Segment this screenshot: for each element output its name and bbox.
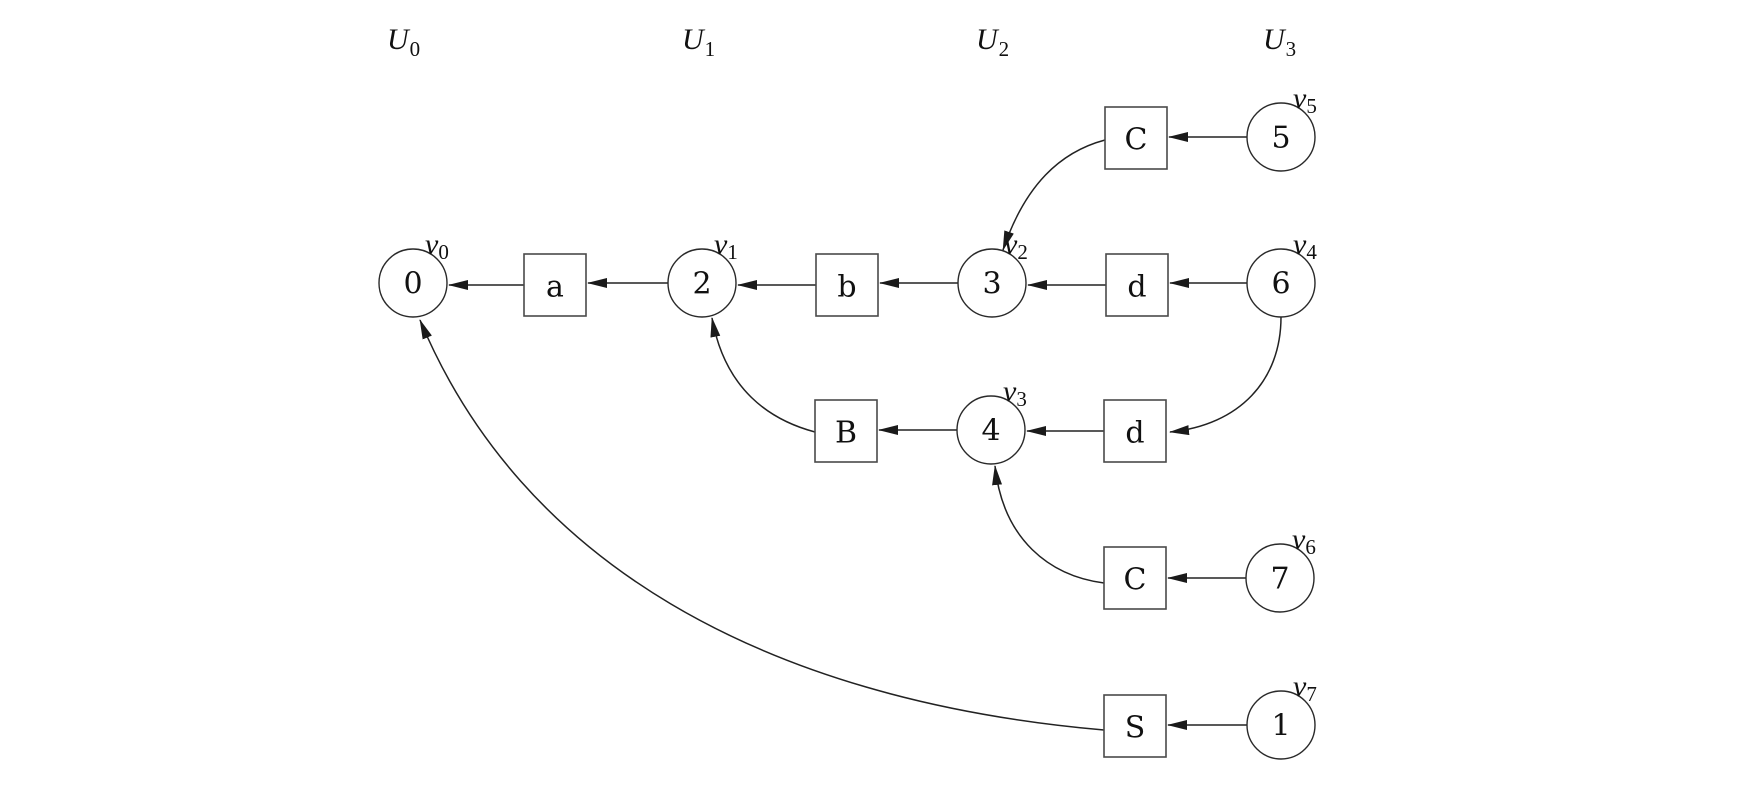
state-variable-subscript: 6 bbox=[1305, 535, 1316, 559]
state-node-1: 1v7 bbox=[1246, 670, 1317, 760]
edge-s_C1-to-n3 bbox=[1002, 139, 1106, 251]
edge-s_C2-to-n4 bbox=[992, 465, 1105, 584]
state-variable-subscript: 7 bbox=[1306, 682, 1317, 706]
column-header-u2: U2 bbox=[976, 23, 1009, 61]
column-header-subscript: 2 bbox=[999, 37, 1010, 61]
column-header-u1: U1 bbox=[682, 23, 715, 61]
state-circle bbox=[1246, 102, 1316, 172]
state-variable-base: v bbox=[1293, 228, 1307, 261]
column-header-subscript: 3 bbox=[1286, 37, 1297, 61]
state-variable-base: v bbox=[1004, 228, 1018, 261]
state-variable-label: v2 bbox=[1004, 228, 1028, 264]
state-label: 4 bbox=[981, 414, 1000, 449]
column-header-u3: U3 bbox=[1263, 23, 1296, 61]
symbol-box bbox=[523, 253, 587, 317]
symbol-node-d1: d bbox=[1105, 253, 1169, 317]
state-circle bbox=[956, 395, 1026, 465]
symbol-label: b bbox=[837, 270, 856, 305]
symbol-box bbox=[815, 253, 879, 317]
symbol-box bbox=[1103, 694, 1167, 758]
symbol-label: C bbox=[1124, 563, 1147, 598]
column-header-u0: U0 bbox=[387, 23, 420, 61]
state-label: 5 bbox=[1271, 121, 1290, 156]
state-label: 3 bbox=[982, 267, 1001, 302]
state-node-7: 7v6 bbox=[1245, 523, 1316, 613]
state-node-6: 6v4 bbox=[1246, 228, 1317, 318]
state-label: 7 bbox=[1270, 562, 1289, 597]
symbol-box bbox=[1103, 546, 1167, 610]
state-variable-base: v bbox=[425, 228, 439, 261]
column-header-subscript: 0 bbox=[410, 37, 421, 61]
symbol-label: d bbox=[1127, 270, 1146, 305]
state-variable-base: v bbox=[1292, 523, 1306, 556]
symbol-node-b: B bbox=[814, 399, 878, 463]
state-variable-base: v bbox=[714, 228, 728, 261]
state-variable-subscript: 3 bbox=[1016, 387, 1027, 411]
edge-n6-to-s_d2 bbox=[1169, 316, 1282, 436]
state-variable-subscript: 5 bbox=[1306, 94, 1317, 118]
state-circle bbox=[378, 248, 448, 318]
column-header-subscript: 1 bbox=[705, 37, 716, 61]
state-variable-subscript: 1 bbox=[727, 240, 738, 264]
symbol-box bbox=[1103, 399, 1167, 463]
state-node-3: 3v2 bbox=[957, 228, 1028, 318]
symbol-node-a: a bbox=[523, 253, 587, 317]
symbol-label: a bbox=[546, 270, 564, 305]
column-header-base: U bbox=[976, 23, 1000, 56]
state-node-0: 0v0 bbox=[378, 228, 449, 318]
symbol-node-c2: C bbox=[1103, 546, 1167, 610]
symbol-box bbox=[1104, 106, 1168, 170]
symbol-label: C bbox=[1125, 123, 1148, 158]
state-variable-subscript: 0 bbox=[438, 240, 449, 264]
state-label: 1 bbox=[1271, 709, 1290, 744]
state-circle bbox=[667, 248, 737, 318]
state-circle bbox=[957, 248, 1027, 318]
state-variable-label: v7 bbox=[1293, 670, 1317, 706]
column-header-base: U bbox=[1263, 23, 1287, 56]
state-label: 0 bbox=[403, 267, 422, 302]
state-circle bbox=[1246, 690, 1316, 760]
edge-s_B-to-n2 bbox=[710, 317, 816, 433]
symbol-label: S bbox=[1125, 711, 1146, 746]
state-variable-label: v1 bbox=[714, 228, 738, 264]
state-variable-subscript: 4 bbox=[1306, 240, 1317, 264]
column-header-base: U bbox=[387, 23, 411, 56]
state-node-5: 5v5 bbox=[1246, 82, 1317, 172]
state-variable-base: v bbox=[1003, 375, 1017, 408]
column-header-base: U bbox=[682, 23, 706, 56]
state-label: 2 bbox=[692, 267, 711, 302]
symbol-label: B bbox=[835, 416, 857, 451]
state-variable-label: v4 bbox=[1293, 228, 1317, 264]
symbol-node-d2: d bbox=[1103, 399, 1167, 463]
symbol-box bbox=[814, 399, 878, 463]
symbol-node-b: b bbox=[815, 253, 879, 317]
state-variable-label: v3 bbox=[1003, 375, 1027, 411]
state-circle bbox=[1246, 248, 1316, 318]
state-variable-label: v0 bbox=[425, 228, 449, 264]
edge-s_S-to-n0 bbox=[419, 319, 1105, 731]
state-node-2: 2v1 bbox=[667, 228, 738, 318]
state-variable-base: v bbox=[1293, 82, 1307, 115]
state-variable-subscript: 2 bbox=[1017, 240, 1028, 264]
state-label: 6 bbox=[1271, 267, 1290, 302]
state-variable-base: v bbox=[1293, 670, 1307, 703]
state-variable-label: v5 bbox=[1293, 82, 1317, 118]
state-node-4: 4v3 bbox=[956, 375, 1027, 465]
state-circle bbox=[1245, 543, 1315, 613]
symbol-node-c1: C bbox=[1104, 106, 1168, 170]
symbol-node-s: S bbox=[1103, 694, 1167, 758]
state-variable-label: v6 bbox=[1292, 523, 1316, 559]
symbol-box bbox=[1105, 253, 1169, 317]
symbol-label: d bbox=[1125, 416, 1144, 451]
